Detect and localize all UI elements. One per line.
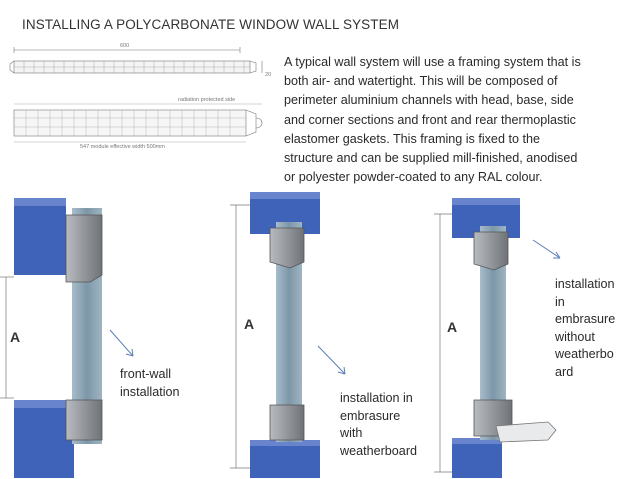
dimension-a-2: A bbox=[244, 316, 254, 332]
base-frame bbox=[65, 399, 103, 441]
arrow-1 bbox=[109, 329, 134, 357]
caption-embrasure-no-weatherboard: installation in embrasure without weathe… bbox=[555, 277, 616, 379]
dimension-a-3: A bbox=[447, 319, 457, 335]
width-label: 600 bbox=[120, 43, 129, 49]
module-label: 547 module effective width 500mm bbox=[80, 144, 165, 150]
dimension-a-1: A bbox=[10, 329, 20, 345]
sill-board bbox=[495, 421, 557, 443]
thickness-label: 20 bbox=[265, 72, 271, 78]
wall-top-block bbox=[14, 198, 66, 275]
base-frame bbox=[269, 404, 305, 441]
arrow-2 bbox=[317, 345, 346, 375]
page-title: INSTALLING A POLYCARBONATE WINDOW WALL S… bbox=[22, 17, 400, 32]
side-label: radiation protected side bbox=[178, 97, 235, 103]
wall-bottom-block bbox=[250, 440, 320, 478]
figure-embrasure-no-weatherboard: A bbox=[434, 198, 561, 478]
head-frame bbox=[269, 227, 305, 269]
description-text: A typical wall system will use a framing… bbox=[284, 55, 581, 185]
head-frame bbox=[473, 231, 509, 271]
figure-front-wall: A bbox=[0, 198, 134, 478]
caption-embrasure-weatherboard: installation in embrasure with weatherbo… bbox=[340, 391, 418, 458]
arrow-3 bbox=[532, 239, 561, 259]
head-frame bbox=[65, 214, 103, 283]
panel-bottom-profile bbox=[13, 103, 263, 143]
wall-bottom-block bbox=[14, 400, 74, 478]
figure-embrasure-weatherboard: A bbox=[230, 192, 346, 478]
panel-top-profile bbox=[9, 47, 263, 74]
wall-bottom-block bbox=[452, 438, 502, 478]
caption-front-wall: front-wall installation bbox=[120, 367, 180, 399]
